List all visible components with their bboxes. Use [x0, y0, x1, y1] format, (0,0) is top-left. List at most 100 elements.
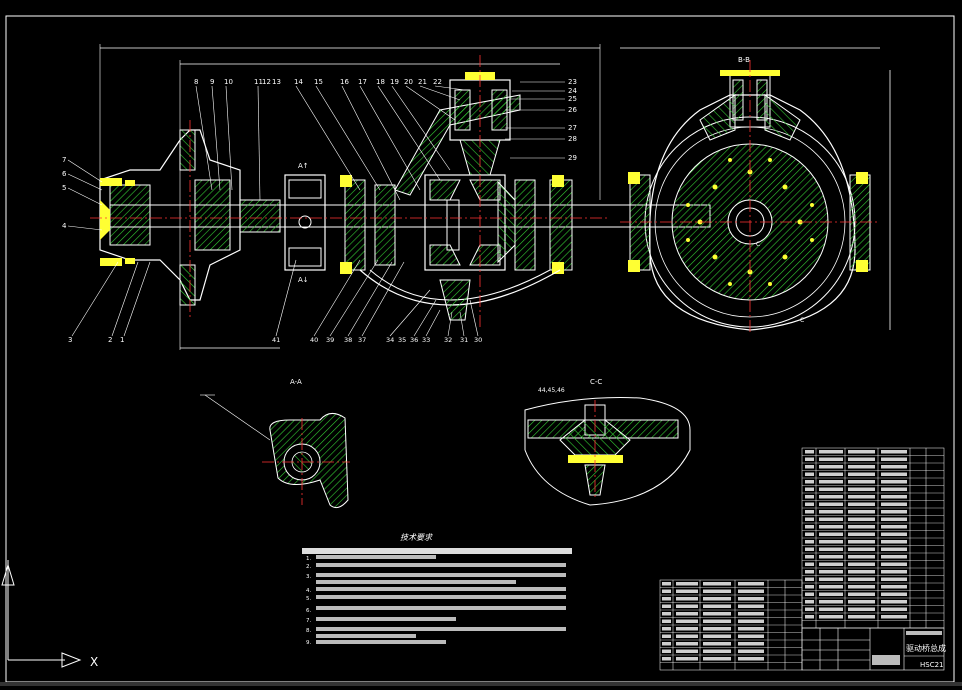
table-cell [881, 577, 907, 581]
table-cell [848, 510, 875, 514]
table-cell [805, 570, 814, 574]
table-cell [738, 619, 764, 623]
table-cell [805, 547, 814, 551]
table-cell [819, 502, 843, 506]
section-c-marker-view: C [756, 241, 760, 248]
callout-lines-right [505, 81, 565, 159]
table-cell [848, 547, 875, 551]
table-cell [881, 472, 907, 476]
table-cell [805, 495, 814, 499]
table-cell [805, 465, 814, 469]
table-cell [662, 604, 671, 608]
table-cell [819, 465, 843, 469]
table-cell [881, 600, 907, 604]
table-cell [738, 612, 764, 616]
table-cell [848, 562, 875, 566]
table-cell [703, 642, 731, 646]
table-cell [881, 495, 907, 499]
table-cell [805, 450, 814, 454]
table-cell [819, 615, 843, 619]
table-cell [848, 570, 875, 574]
table-cell [805, 615, 814, 619]
table-cell [881, 562, 907, 566]
table-cell [819, 600, 843, 604]
table-cell [848, 540, 875, 544]
table-cell [805, 480, 814, 484]
table-cell [805, 555, 814, 559]
tech-note-6: 6. [306, 608, 311, 614]
table-cell [848, 450, 875, 454]
callout-lines-bottom-left [71, 261, 151, 337]
svg-text:4: 4 [62, 222, 67, 230]
svg-text:36: 36 [410, 336, 418, 344]
table-cell [881, 570, 907, 574]
table-cell [848, 502, 875, 506]
table-cell [819, 555, 843, 559]
svg-text:22: 22 [433, 78, 442, 86]
svg-text:3: 3 [68, 336, 72, 344]
table-cell [676, 604, 698, 608]
table-cell [819, 562, 843, 566]
table-cell [703, 612, 731, 616]
table-cell [676, 649, 698, 653]
svg-text:37: 37 [358, 336, 366, 344]
table-cell [662, 612, 671, 616]
table-cell [848, 495, 875, 499]
svg-text:14: 14 [294, 78, 303, 86]
tech-note-8: 8. [306, 628, 311, 634]
callout-lines-left [67, 159, 103, 231]
svg-text:34: 34 [386, 336, 394, 344]
tech-note-9: 9. [306, 640, 311, 646]
table-cell [848, 585, 875, 589]
tech-note-1: 1. [306, 556, 311, 562]
main-section-view [90, 44, 711, 350]
svg-text:2: 2 [108, 336, 112, 344]
table-cell [738, 642, 764, 646]
section-c-label: C-C [590, 378, 602, 386]
table-cell [676, 619, 698, 623]
table-cell [819, 547, 843, 551]
table-cell [662, 642, 671, 646]
table-cell [805, 562, 814, 566]
table-cell [819, 457, 843, 461]
table-cell [738, 634, 764, 638]
svg-text:39: 39 [326, 336, 334, 344]
svg-text:5: 5 [62, 184, 66, 192]
svg-text:40: 40 [310, 336, 318, 344]
table-cell [676, 627, 698, 631]
table-cell [848, 615, 875, 619]
svg-text:27: 27 [568, 124, 577, 132]
status-strip [0, 682, 962, 686]
svg-text:32: 32 [444, 336, 452, 344]
table-cell [848, 532, 875, 536]
callouts-left: 7 6 5 4 [62, 156, 67, 230]
title-block [801, 627, 945, 671]
table-cell [738, 604, 764, 608]
svg-text:28: 28 [568, 135, 577, 143]
table-cell [848, 480, 875, 484]
table-cell [703, 604, 731, 608]
table-cell [805, 502, 814, 506]
svg-text:20: 20 [404, 78, 413, 86]
table-cell [819, 487, 843, 491]
table-cell [805, 600, 814, 604]
svg-text:15: 15 [314, 78, 323, 86]
table-cell [805, 592, 814, 596]
svg-text:24: 24 [568, 87, 577, 95]
table-cell [881, 502, 907, 506]
table-cell [662, 589, 671, 593]
table-cell [881, 555, 907, 559]
table-cell [881, 607, 907, 611]
table-cell [662, 657, 671, 661]
table-cell [738, 627, 764, 631]
svg-text:19: 19 [390, 78, 399, 86]
table-cell [676, 597, 698, 601]
title-name: 驱动桥总成 [906, 643, 946, 653]
svg-text:18: 18 [376, 78, 385, 86]
table-cell [703, 589, 731, 593]
table-cell [662, 634, 671, 638]
table-cell [819, 607, 843, 611]
table-cell [662, 597, 671, 601]
